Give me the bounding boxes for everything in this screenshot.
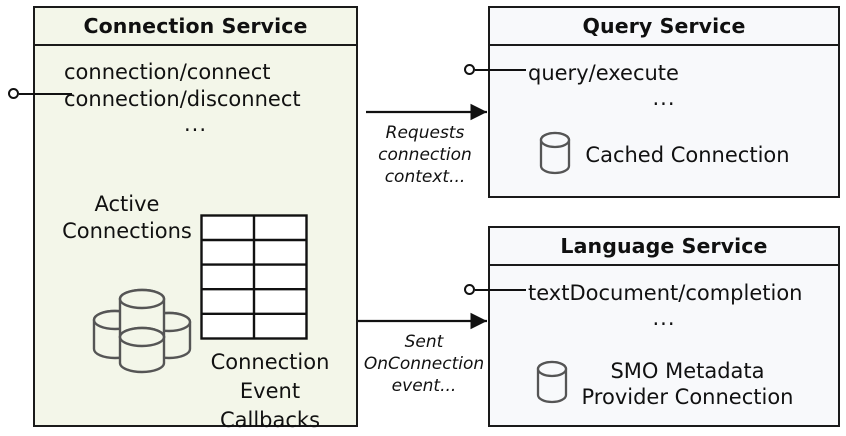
component-language-service[interactable]: Language Service textDocument/completion… [488, 226, 840, 427]
language-service-body: textDocument/completion ... SMO Metadata… [490, 266, 838, 425]
lollipop-stem [19, 93, 72, 95]
endpoint-textdocument-completion: textDocument/completion [528, 281, 803, 305]
query-service-header: Query Service [490, 8, 838, 46]
query-service-endpoint-list: query/execute ... [490, 60, 838, 109]
database-stack-icon [85, 286, 197, 378]
connection-service-endpoints-ellipsis: ... [183, 112, 208, 136]
language-service-header: Language Service [490, 228, 838, 266]
query-service-store-row: Cached Connection [490, 130, 838, 180]
connection-service-header: Connection Service [35, 8, 356, 46]
query-service-provided-interface[interactable] [464, 64, 526, 78]
provided-interface-lollipop-icon [464, 64, 475, 75]
connector-label-sent-onconnection-event: Sent OnConnection event... [363, 332, 485, 396]
table-grid-icon [200, 214, 308, 344]
language-service-provided-interface[interactable] [464, 284, 526, 298]
language-service-endpoint-list: textDocument/completion ... [490, 280, 838, 329]
connection-service-body: connection/connect connection/disconnect… [35, 46, 356, 432]
provided-interface-lollipop-icon [464, 284, 475, 295]
provided-interface-lollipop-icon [8, 88, 19, 99]
language-service-title: Language Service [560, 234, 768, 258]
query-service-title: Query Service [582, 14, 746, 38]
active-connections-label: Active Connections [62, 192, 192, 243]
endpoint-query-execute: query/execute [528, 61, 679, 85]
connector-label-requests-connection-context: Requests connection context... [378, 123, 472, 187]
lollipop-stem [475, 289, 526, 291]
component-query-service[interactable]: Query Service query/execute ... Cached C… [488, 6, 840, 198]
connection-service-endpoint-list: connection/connect connection/disconnect… [35, 59, 356, 135]
connection-event-callbacks-label: Connection Event Callbacks [210, 350, 330, 432]
connection-service-provided-interface[interactable] [8, 88, 72, 102]
language-service-store-row: SMO Metadata Provider Connection [490, 358, 838, 410]
query-service-body: query/execute ... Cached Connection [490, 46, 838, 196]
database-cylinder-icon [535, 359, 569, 409]
endpoint-connection-disconnect: connection/disconnect [64, 87, 301, 111]
endpoint-connection-connect: connection/connect [64, 60, 271, 84]
database-cylinder-icon [538, 130, 572, 180]
language-service-endpoints-ellipsis: ... [652, 306, 676, 330]
component-connection-service[interactable]: Connection Service connection/connect co… [33, 6, 358, 432]
query-service-endpoints-ellipsis: ... [652, 86, 676, 110]
cached-connection-label: Cached Connection [585, 143, 790, 167]
lollipop-stem [475, 69, 526, 71]
connection-service-title: Connection Service [83, 14, 308, 38]
smo-metadata-provider-connection-label: SMO Metadata Provider Connection [581, 359, 794, 409]
